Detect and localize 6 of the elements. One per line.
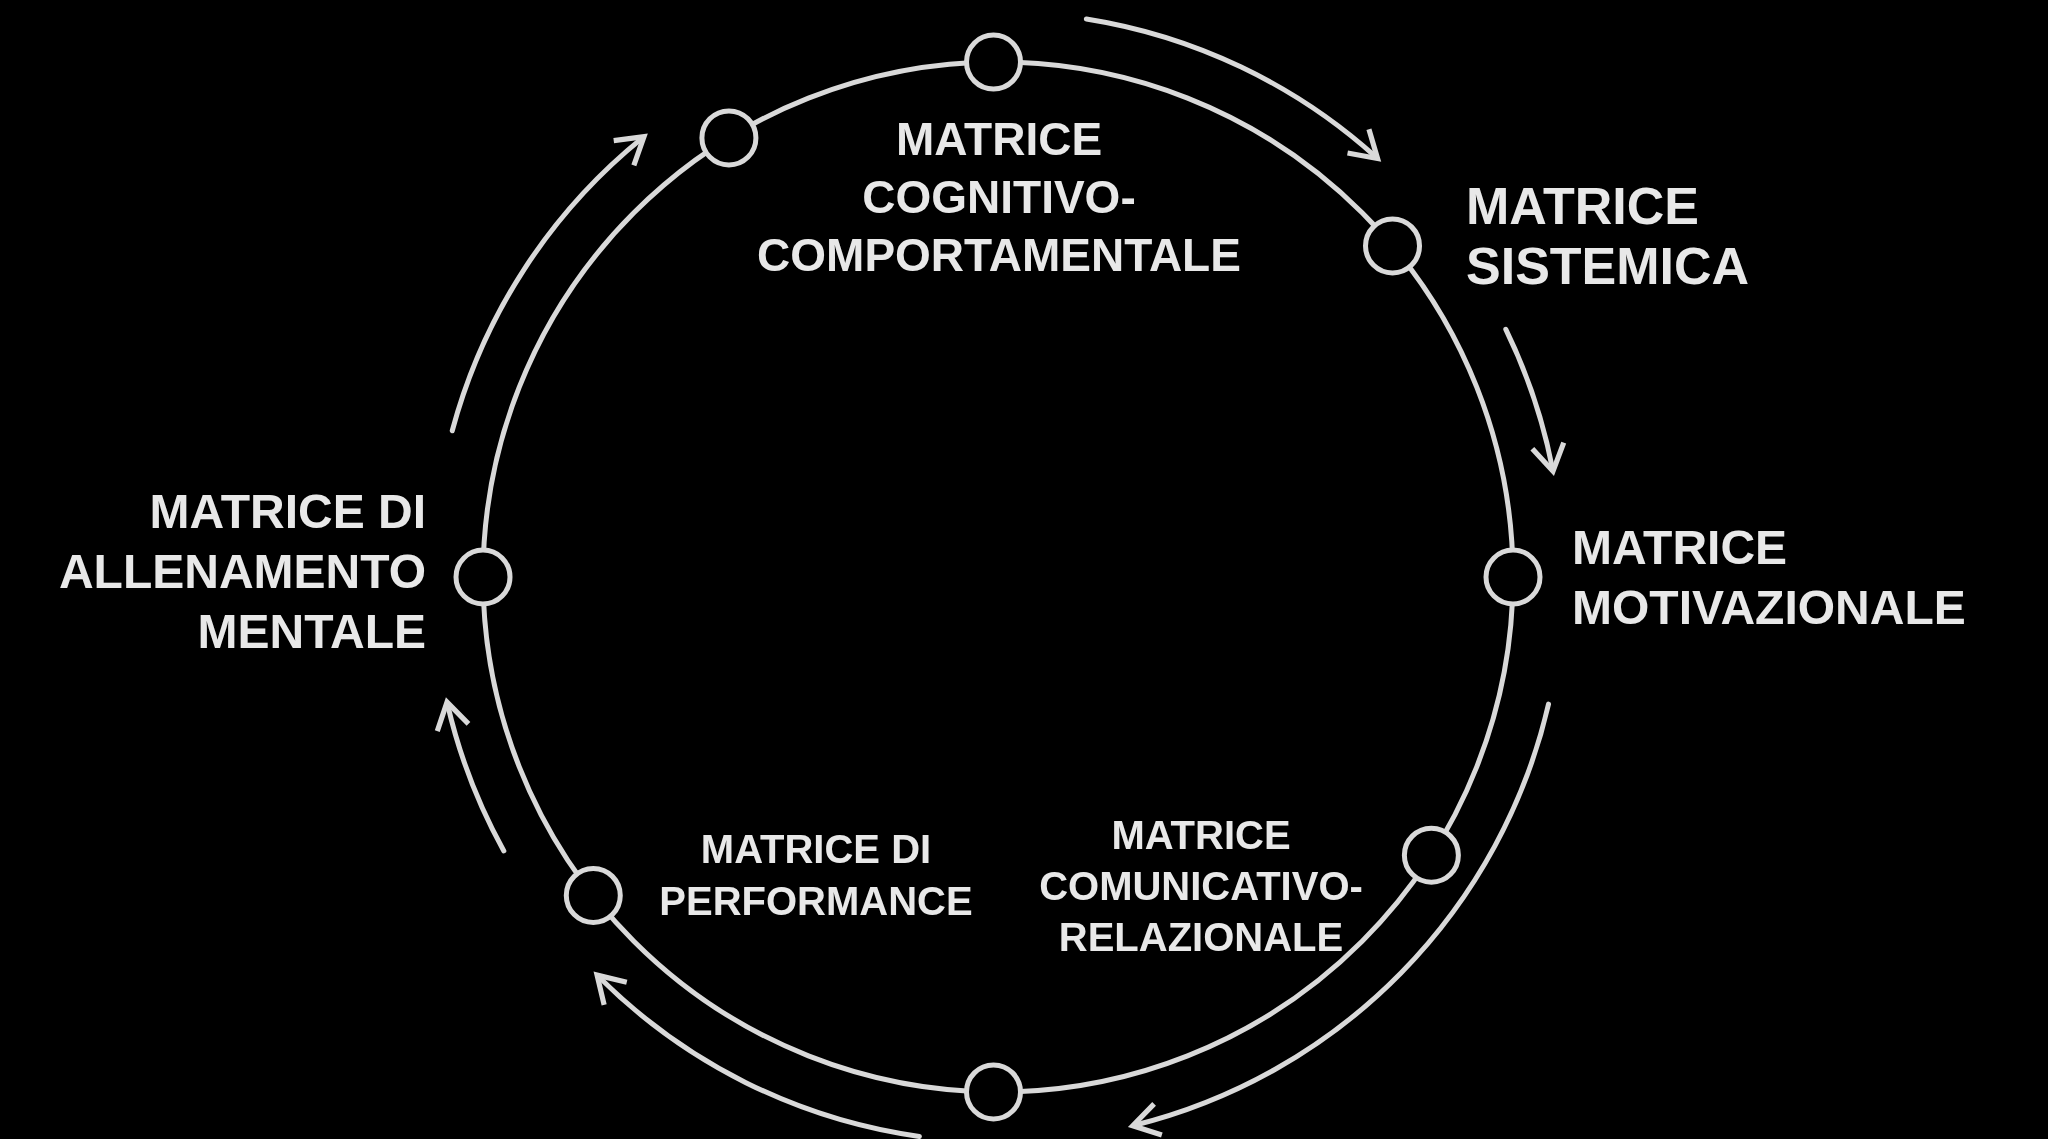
- stage-label: MATRICE COMUNICATIVO- RELAZIONALE: [1038, 812, 1364, 961]
- stage-label: MATRICE DI ALLENAMENTO MENTALE: [57, 484, 426, 660]
- stage-label: MATRICE MOTIVAZIONALE: [1572, 520, 1967, 636]
- stage-label: MATRICE SISTEMICA: [1466, 176, 1751, 296]
- stage-label: MATRICE DI PERFORMANCE: [658, 826, 974, 925]
- stage-label: MATRICE COGNITIVO- COMPORTAMENTALE: [756, 112, 1242, 283]
